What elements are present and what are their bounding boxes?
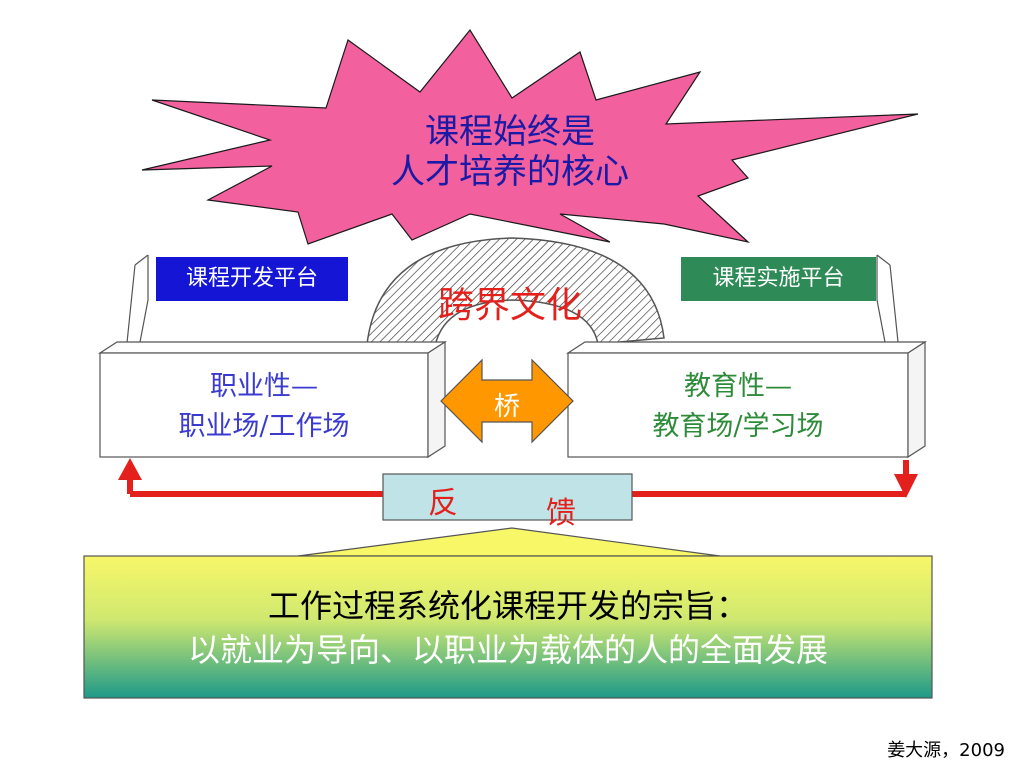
bridge-arrow <box>440 358 574 444</box>
bridge-label: 桥 <box>493 392 520 422</box>
right-platform-line1: 教育性— <box>684 371 792 402</box>
right-platform-label: 课程实施平台 <box>681 257 876 301</box>
aim-pointer <box>297 527 721 557</box>
aim-subtitle: 以就业为导向、以职业为载体的人的全面发展 <box>187 631 828 669</box>
arch-shape <box>365 237 665 357</box>
feedback-down-arrow <box>894 474 918 498</box>
feedback-up-arrow <box>118 458 142 480</box>
left-platform-box <box>97 340 448 459</box>
left-platform-line2: 职业场/工作场 <box>178 411 350 442</box>
right-platform-box <box>565 340 928 459</box>
arch-label: 跨界文化 <box>437 285 582 326</box>
right-platform-line2: 教育场/学习场 <box>652 411 824 442</box>
feedback-box <box>382 473 633 521</box>
feedback-char1: 反 <box>428 486 458 521</box>
left-platform-label: 课程开发平台 <box>156 257 348 301</box>
left-platform-line1: 职业性— <box>210 371 318 402</box>
star-title-line1: 课程始终是 <box>425 112 595 152</box>
starburst-shape <box>141 28 919 245</box>
feedback-char2: 馈 <box>546 496 576 531</box>
aim-title: 工作过程系统化课程开发的宗旨： <box>267 587 748 625</box>
aim-panel <box>83 555 933 699</box>
star-title-line2: 人才培养的核心 <box>391 152 629 192</box>
author-credit: 姜大源，2009 <box>887 740 1005 761</box>
